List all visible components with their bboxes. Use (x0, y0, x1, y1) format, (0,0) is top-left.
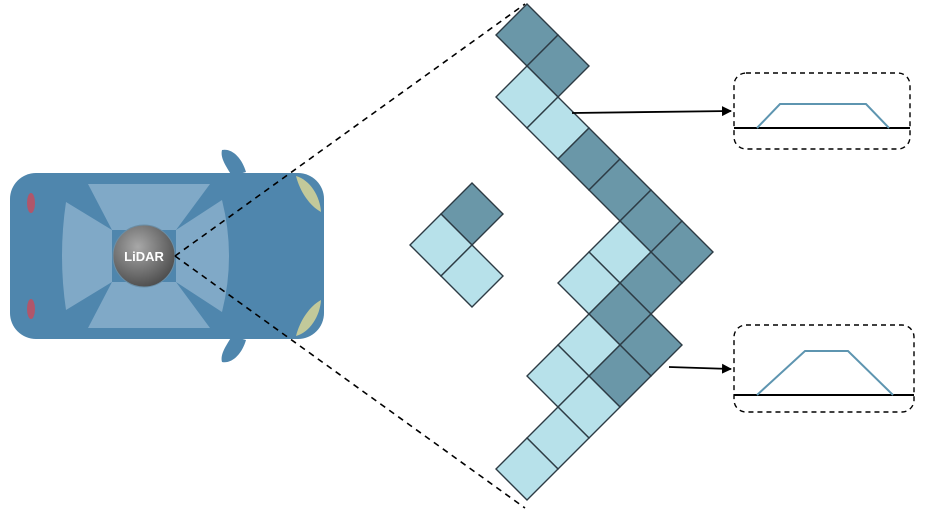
side-window-top (88, 184, 210, 230)
profile-box-bottom-frame (733, 324, 915, 413)
profile-top-trapezoid (756, 103, 890, 129)
profile-box-top-frame (733, 72, 911, 150)
side-window-bottom (88, 282, 210, 328)
fov-line-top (174, 3, 526, 257)
front-windshield (176, 200, 229, 312)
profile-bottom-trapezoid (756, 350, 894, 396)
profile-box-bottom (733, 324, 915, 413)
occupied-cell-light (495, 437, 559, 501)
taillight-top (27, 193, 35, 213)
arrow-bottom (668, 363, 732, 374)
rear-window (62, 202, 112, 310)
car-mirror-top (221, 149, 246, 176)
fov-line-bottom (174, 255, 526, 509)
car-mirror-bottom (221, 336, 246, 363)
occupancy-grid (409, 3, 714, 501)
arrow-top (571, 106, 732, 117)
taillight-bottom (27, 299, 35, 319)
headlight-bottom (296, 300, 321, 336)
field-of-view (174, 3, 526, 509)
lidar-label: LiDAR (124, 249, 164, 264)
headlight-top (296, 176, 321, 212)
profile-box-top (733, 72, 911, 150)
occupied-cell-light (440, 244, 504, 308)
lidar-sensor: LiDAR (112, 224, 176, 288)
